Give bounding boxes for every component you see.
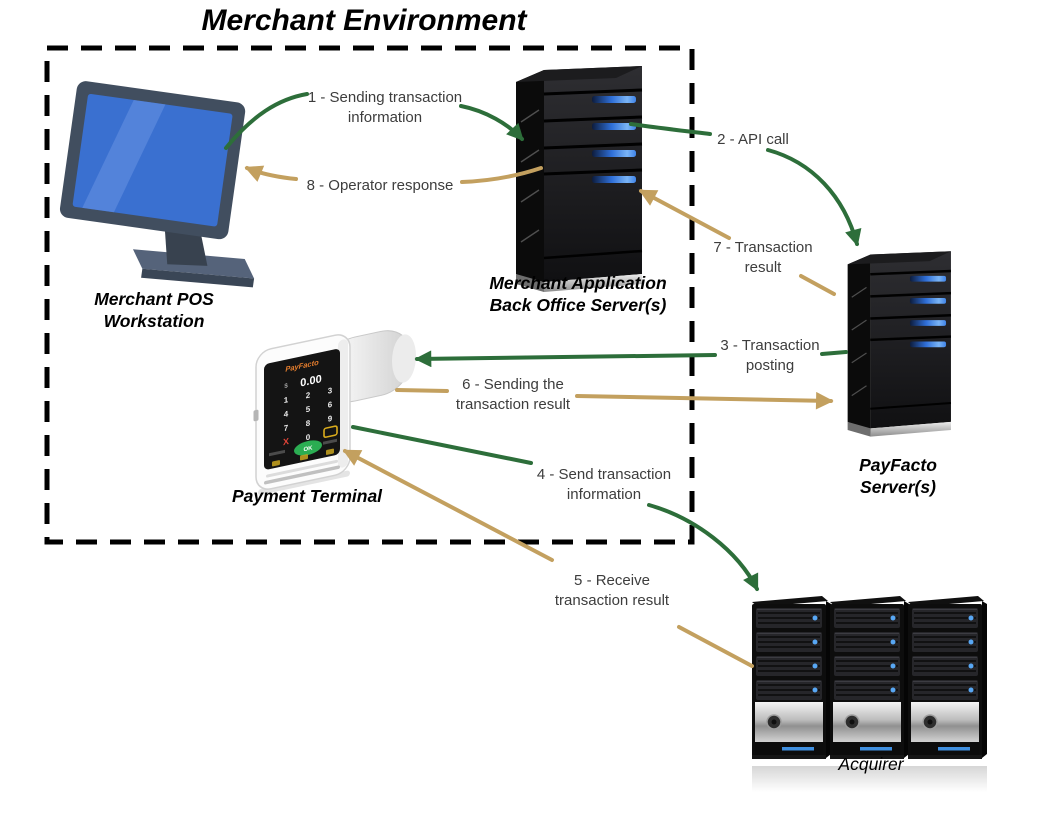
- flow-label-2: 2 - API call: [717, 131, 789, 148]
- flow-5-arrow: [342, 449, 754, 668]
- flow-1-arrow: [224, 92, 524, 150]
- flow-4-arrow: [351, 425, 759, 592]
- flow-2-arrow: [629, 122, 862, 247]
- payment-terminal-graphic: PayFacto $ 0.00 1 2 3 4 5 6 7 8 9 X 0 OK: [253, 330, 416, 496]
- back-office-server-label: Merchant Application Back Office Server(…: [489, 273, 667, 315]
- menu-key-icon: [323, 425, 338, 438]
- key-5: 5: [306, 404, 311, 414]
- flow-label-8: 8 - Operator response: [306, 177, 454, 194]
- flow-label-5: 5 - Receive transaction result: [554, 572, 670, 609]
- flow-7-arrow: [638, 189, 836, 296]
- flow-label-4: 4 - Send transaction information: [536, 466, 672, 503]
- terminal-amount-text: 0.00: [300, 373, 321, 389]
- terminal-screen: [264, 349, 340, 470]
- key-2: 2: [306, 390, 311, 400]
- pos-workstation-graphic: [59, 81, 255, 288]
- key-9: 9: [328, 414, 333, 424]
- back-office-server-graphic: [514, 64, 644, 294]
- acquirer-label: Acquirer: [838, 754, 904, 774]
- key-7: 7: [284, 423, 289, 433]
- merchant-environment-boundary: [44, 45, 695, 545]
- flow-label-7: 7 - Transaction result: [713, 239, 813, 276]
- key-8: 8: [306, 418, 311, 428]
- key-1: 1: [284, 395, 289, 405]
- diagram-title: Merchant Environment: [201, 4, 527, 37]
- flow-label-6: 6 - Sending the transaction result: [455, 376, 571, 413]
- acquirer-servers-graphic: [752, 596, 987, 792]
- payment-terminal-label: Payment Terminal: [231, 486, 383, 506]
- pos-workstation-label: Merchant POS Workstation: [94, 289, 214, 331]
- ok-button: [294, 440, 322, 456]
- flow-3-arrow: [414, 350, 848, 368]
- flow-8-arrow: [244, 165, 543, 184]
- terminal-keypad: 1 2 3 4 5 6 7 8 9 X 0: [283, 386, 333, 447]
- key-0: 0: [306, 432, 311, 442]
- key-4: 4: [284, 409, 289, 419]
- key-6: 6: [328, 400, 333, 410]
- flow-label-3: 3 - Transaction posting: [720, 337, 820, 374]
- payfacto-server-graphic: [846, 250, 953, 438]
- flow-6-arrow: [395, 388, 834, 410]
- cancel-key: X: [283, 436, 289, 447]
- key-3: 3: [328, 386, 333, 396]
- flow-label-1: 1 - Sending transaction information: [307, 89, 463, 126]
- terminal-currency-text: $: [284, 383, 288, 390]
- ok-button-label: OK: [304, 445, 314, 453]
- payfacto-server-label: PayFacto Server(s): [859, 455, 937, 497]
